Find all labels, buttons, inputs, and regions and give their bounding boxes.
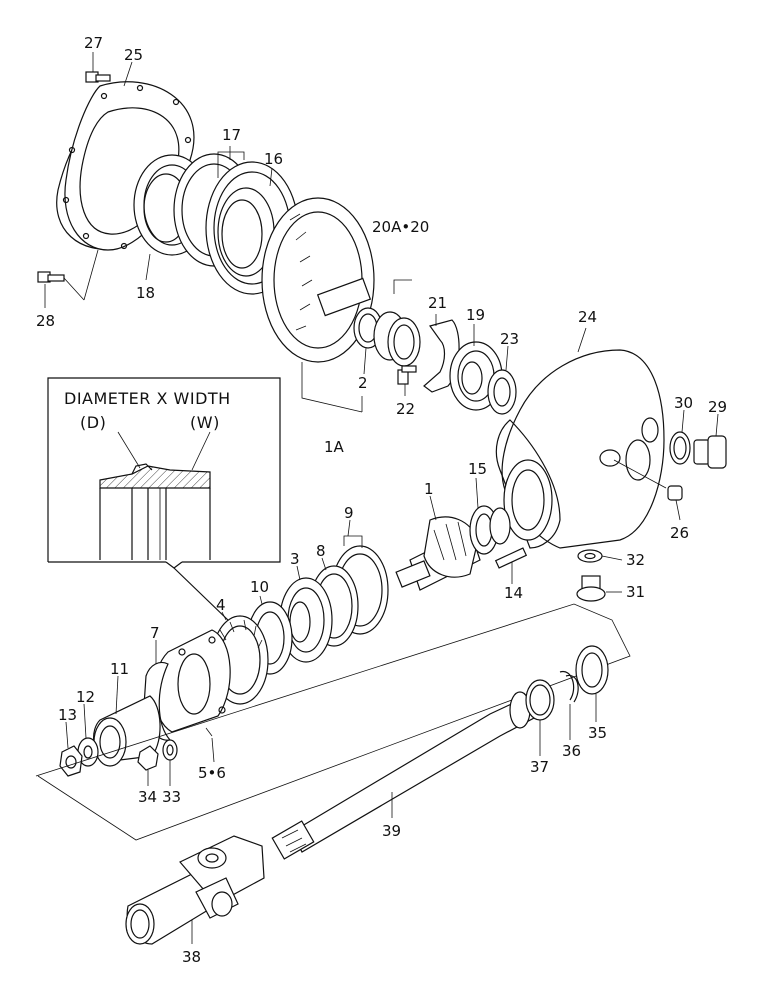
label-14: 14 xyxy=(504,584,523,602)
label-31: 31 xyxy=(626,583,645,601)
washer-33 xyxy=(162,739,178,761)
label-26: 26 xyxy=(670,524,689,542)
label-10: 10 xyxy=(250,578,269,596)
label-15: 15 xyxy=(468,460,487,478)
plug-26 xyxy=(667,485,683,501)
drive-pinion-1 xyxy=(395,516,481,591)
bolt-27-icon xyxy=(85,71,111,83)
label-25: 25 xyxy=(124,46,143,64)
label-36: 36 xyxy=(562,742,581,760)
bolt-22-icon xyxy=(397,365,417,385)
label-21: 21 xyxy=(428,294,447,312)
label-11: 11 xyxy=(110,660,129,678)
label-13: 13 xyxy=(58,706,77,724)
snap-ring-37 xyxy=(525,679,555,721)
label-8: 8 xyxy=(316,542,326,560)
label-30: 30 xyxy=(674,394,693,412)
label-24: 24 xyxy=(578,308,597,326)
inset-width-label: (W) xyxy=(190,413,220,432)
label-7: 7 xyxy=(150,624,160,642)
label-33: 33 xyxy=(162,788,181,806)
nut-13-icon xyxy=(59,745,83,777)
sub-assembly-outline xyxy=(35,603,631,841)
bearing-section-icon xyxy=(99,463,211,560)
bolt-28-icon xyxy=(37,249,99,301)
label-27: 27 xyxy=(84,34,103,52)
label-12: 12 xyxy=(76,688,95,706)
inset-diameter-label: (D) xyxy=(80,413,106,432)
label-20A-20: 20A•20 xyxy=(372,218,429,236)
inset-title: DIAMETER X WIDTH xyxy=(64,389,231,408)
label-1: 1 xyxy=(424,480,434,498)
label-9: 9 xyxy=(344,504,354,522)
stud-14-icon xyxy=(494,547,528,569)
universal-joint-38 xyxy=(125,835,265,945)
label-35: 35 xyxy=(588,724,607,742)
label-37: 37 xyxy=(530,758,549,776)
label-19: 19 xyxy=(466,306,485,324)
plug-31 xyxy=(576,575,606,602)
nut-34-icon xyxy=(137,745,159,771)
label-38: 38 xyxy=(182,948,201,966)
carrier-housing-24 xyxy=(495,349,667,549)
label-32: 32 xyxy=(626,551,645,569)
label-22: 22 xyxy=(396,400,415,418)
washer-32 xyxy=(577,549,603,563)
bearing-15 xyxy=(469,505,511,555)
race-23 xyxy=(487,369,517,415)
propeller-shaft-39 xyxy=(271,691,535,860)
label-5-6: 5•6 xyxy=(198,764,226,782)
spring-36 xyxy=(559,670,579,703)
label-18: 18 xyxy=(136,284,155,302)
label-4: 4 xyxy=(216,596,226,614)
retainer-5-6 xyxy=(153,629,231,737)
label-16: 16 xyxy=(264,150,283,168)
label-3: 3 xyxy=(290,550,300,568)
boot-35 xyxy=(575,645,609,695)
leader-lines xyxy=(44,52,719,944)
callout-labels: 27 25 17 16 18 28 20A•20 21 19 23 24 2 2… xyxy=(36,34,727,966)
label-39: 39 xyxy=(382,822,401,840)
label-28: 28 xyxy=(36,312,55,330)
plug-29 xyxy=(693,435,727,469)
inset-panel: DIAMETER X WIDTH (D) (W) xyxy=(47,377,281,623)
label-23: 23 xyxy=(500,330,519,348)
o-ring-30 xyxy=(669,431,691,465)
ring-gear-1A xyxy=(261,197,375,413)
shim-20 xyxy=(373,279,421,367)
label-1A: 1A xyxy=(324,438,345,456)
label-17: 17 xyxy=(222,126,241,144)
label-2: 2 xyxy=(358,374,368,392)
label-34: 34 xyxy=(138,788,157,806)
label-29: 29 xyxy=(708,398,727,416)
